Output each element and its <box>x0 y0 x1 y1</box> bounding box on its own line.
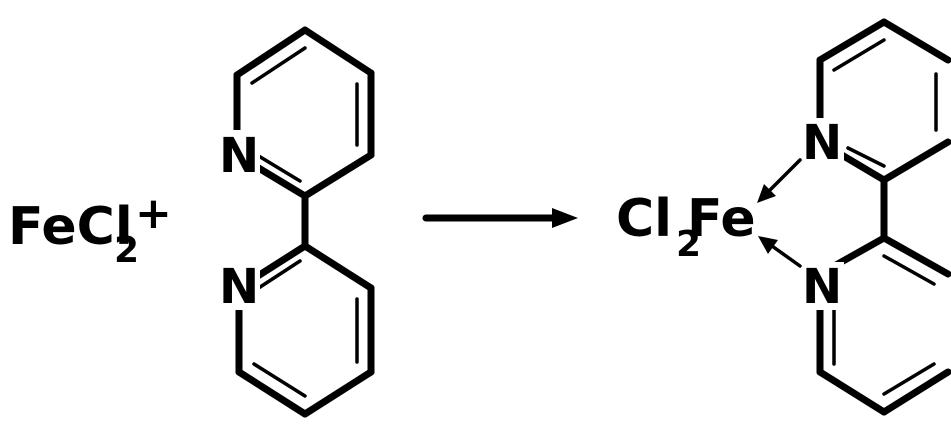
product-nitrogen-label-bottom: N <box>802 259 842 315</box>
label-mask <box>216 262 260 310</box>
product-nitrogen-label-top: N <box>802 115 842 171</box>
bond <box>301 368 375 418</box>
arrow-shaft <box>768 158 802 192</box>
arrow-shaft <box>770 244 802 268</box>
double-bond-inner <box>252 362 307 398</box>
arrow-head <box>757 184 776 203</box>
label-mask <box>216 130 260 178</box>
label-mask <box>798 262 844 310</box>
fecl-symbol: FeCl <box>8 197 133 257</box>
nitrogen-label-top: N <box>219 128 259 184</box>
label-mask <box>798 118 844 164</box>
bond <box>301 151 375 200</box>
double-bond-inner <box>846 146 886 168</box>
double-bond-inner <box>882 254 936 286</box>
cl-subscript: 2 <box>676 224 701 265</box>
nitrogen-label-bottom: N <box>219 259 259 315</box>
coordination-arrow-bottom <box>758 236 802 268</box>
arrow-head <box>758 236 778 254</box>
double-bond-inner <box>832 38 886 72</box>
reactant-fecl2: FeCl 2 + <box>8 188 172 271</box>
bond <box>235 368 309 418</box>
bond <box>816 368 888 416</box>
bond <box>301 26 375 77</box>
cl-symbol: Cl <box>616 189 672 249</box>
coordination-arrow-top <box>757 158 802 203</box>
plus-sign: + <box>135 188 172 239</box>
bond <box>880 234 951 278</box>
bond <box>301 242 375 292</box>
bipyridine-ligand: N N <box>216 26 375 418</box>
bond <box>880 138 951 184</box>
product-pyridine-ring-top <box>816 18 951 184</box>
bond <box>233 26 309 79</box>
double-bond-inner <box>882 362 936 396</box>
product-complex: Cl 2 Fe N <box>616 18 951 416</box>
fe-symbol: Fe <box>687 189 756 249</box>
cl2fe-label: Cl 2 Fe <box>616 189 756 265</box>
bond <box>880 368 951 416</box>
double-bond-inner <box>252 259 302 293</box>
arrow-head <box>552 208 578 228</box>
double-bond-inner <box>250 46 307 85</box>
bond <box>816 18 888 64</box>
bond <box>880 18 951 64</box>
reaction-arrow <box>422 208 578 228</box>
fecl-subscript: 2 <box>114 230 139 271</box>
